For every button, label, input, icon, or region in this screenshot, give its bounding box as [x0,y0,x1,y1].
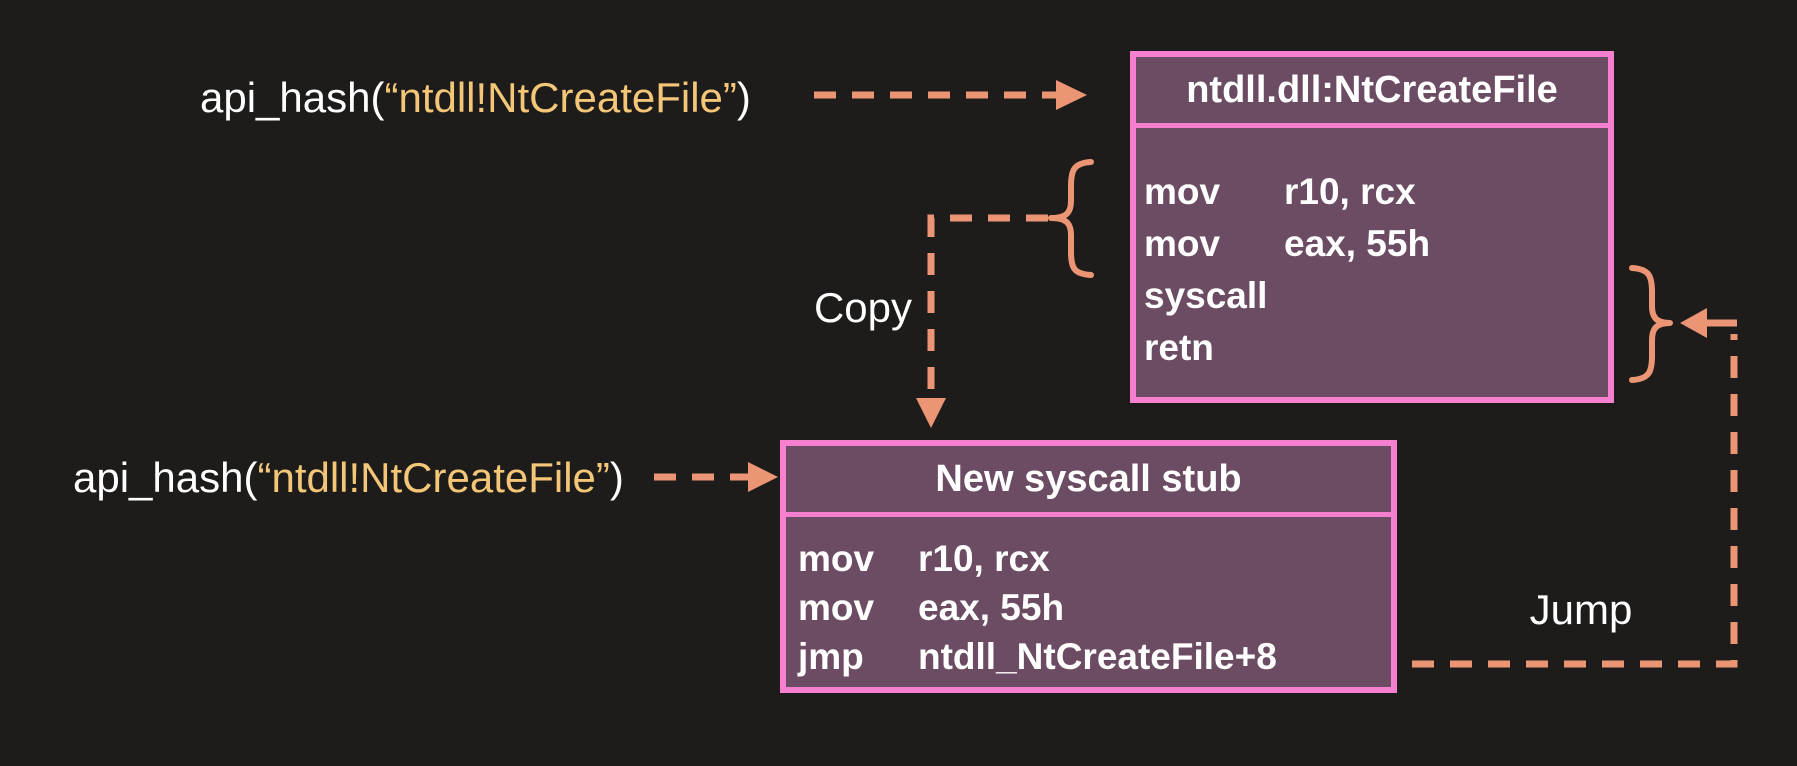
hash-arrow-bottom-head-icon [748,462,778,492]
instruction-mnemonic: retn [1144,327,1214,368]
jump-label: Jump [1529,586,1633,633]
api-hash-suffix: ) [609,454,624,501]
hash-arrow-top-head-icon [1056,80,1087,110]
instruction-operands: r10, rcx [918,537,1050,579]
instruction-row: mov eax, 55h [798,583,1391,632]
stub-box: New syscall stub mov r10, rcx mov eax, 5… [780,440,1397,693]
stub-box-title: New syscall stub [786,446,1391,517]
ntdll-box-title: ntdll.dll:NtCreateFile [1136,57,1608,128]
api-hash-label-top: api_hash(“ntdll!NtCreateFile”) [200,74,751,122]
instruction-operands: r10, rcx [1284,171,1416,212]
instruction-operands: eax, 55h [1284,223,1431,264]
api-hash-argument: “ntdll!NtCreateFile” [257,454,610,501]
instruction-operands: eax, 55h [918,586,1065,628]
instruction-row: mov eax, 55h [1144,218,1608,270]
api-hash-argument: “ntdll!NtCreateFile” [384,74,737,121]
stub-box-code: mov r10, rcx mov eax, 55h jmp ntdll_NtCr… [786,517,1391,681]
copy-arrow-head-icon [916,398,946,428]
instruction-mnemonic: mov [1144,171,1221,212]
copy-arrow-line [927,214,1048,398]
api-hash-suffix: ) [736,74,751,121]
ntdll-box-code: mov r10, rcx mov eax, 55h syscall retn [1136,128,1608,374]
instruction-mnemonic: mov [798,586,875,628]
instruction-row: jmp ntdll_NtCreateFile+8 [798,632,1391,681]
instruction-mnemonic: mov [1144,223,1221,264]
instruction-row: mov r10, rcx [1144,166,1608,218]
left-brace-icon [1048,159,1094,278]
instruction-mnemonic: jmp [798,635,864,677]
copy-label: Copy [813,284,913,331]
jump-arrow-head-icon [1680,308,1707,338]
instruction-operands: ntdll_NtCreateFile+8 [918,635,1277,677]
api-hash-prefix: api_hash( [73,454,258,501]
right-brace-icon [1629,265,1673,383]
instruction-row: syscall [1144,270,1608,322]
api-hash-label-bottom: api_hash(“ntdll!NtCreateFile”) [73,454,624,502]
instruction-row: mov r10, rcx [798,534,1391,583]
instruction-mnemonic: syscall [1144,275,1268,316]
ntdll-box: ntdll.dll:NtCreateFile mov r10, rcx mov … [1130,51,1614,403]
instruction-mnemonic: mov [798,537,875,579]
instruction-row: retn [1144,322,1608,374]
api-hash-prefix: api_hash( [200,74,385,121]
